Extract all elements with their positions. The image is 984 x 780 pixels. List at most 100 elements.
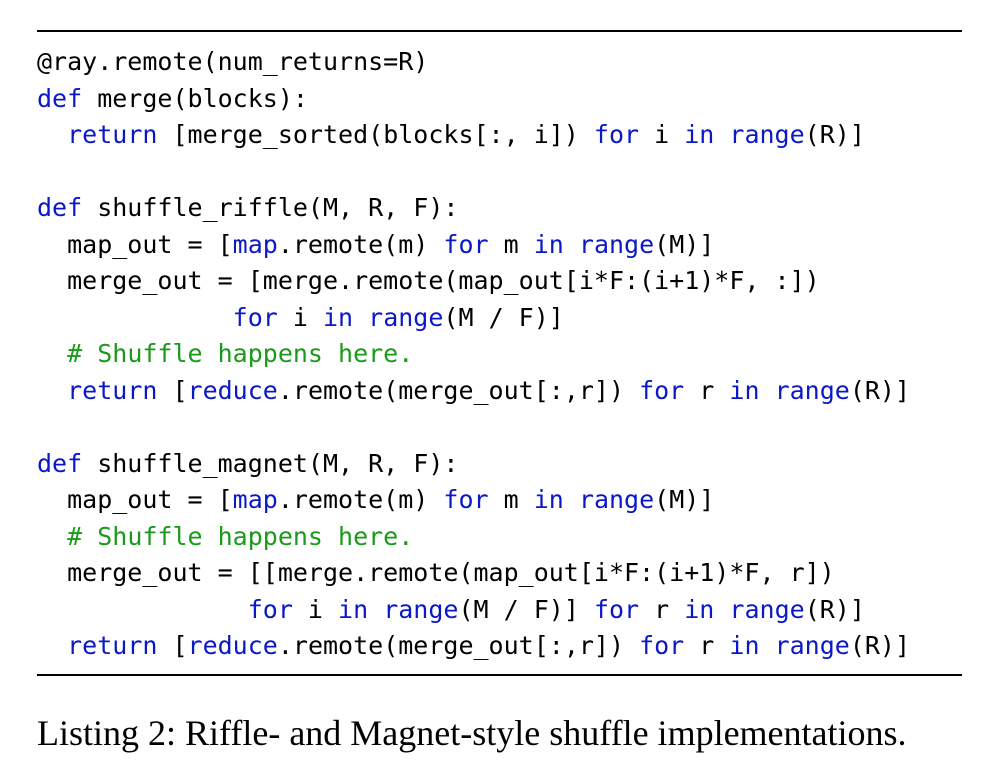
code-keyword: def [37,193,83,222]
code-text: @ray.remote(num_returns=R) [37,47,429,76]
code-keyword: in [729,631,760,660]
code-text: .remote(merge_out[:,r]) [277,631,640,660]
code-text [760,631,775,660]
code-text [760,376,775,405]
code-keyword: range [729,594,805,624]
code-text: shuffle_riffle(M, R, F): [82,193,459,222]
code-text: r [684,631,730,660]
code-keyword: for [639,375,685,405]
code-keyword: in [533,485,564,514]
code-line: @ray.remote(num_returns=R) [37,44,910,81]
code-text: i [277,302,323,332]
code-text: .remote(merge_out[:,r]) [277,375,640,405]
code-line: return [reduce.remote(merge_out[:,r]) fo… [37,373,910,410]
code-line: map_out = [map.remote(m) for m in range(… [37,227,910,264]
code-keyword: map [232,229,278,259]
code-text: (M)] [654,485,715,514]
code-text: (R)] [804,594,865,624]
code-text: m [488,229,534,259]
code-text: .remote(m) [277,229,444,259]
code-keyword: reduce [187,631,278,660]
code-text: i [639,120,685,149]
code-line: return [merge_sorted(blocks[:, i]) for i… [37,117,910,154]
code-keyword: map [232,485,278,514]
code-keyword: for [639,631,685,660]
code-text [37,631,67,660]
code-keyword: range [774,631,850,660]
code-text: m [488,485,534,514]
code-keyword: for [247,594,293,624]
code-text: (R)] [849,375,911,405]
code-keyword: range [578,229,655,259]
code-text [353,303,368,332]
code-keyword: for [232,302,278,332]
code-text [564,485,579,514]
code-line [37,154,910,191]
code-text: r [639,594,685,624]
code-text: [merge_sorted(blocks[:, i]) [157,120,594,149]
code-text [37,376,67,405]
code-comment: # Shuffle happens here. [67,339,414,368]
code-text: map_out = [ [37,485,233,514]
code-keyword: in [684,594,715,624]
code-line: for i in range(M / F)] for r in range(R)… [37,592,910,629]
code-keyword: for [593,594,640,624]
code-line: return [reduce.remote(merge_out[:,r]) fo… [37,628,910,665]
code-keyword: for [593,120,640,149]
code-text [714,595,729,624]
code-text: (R)] [849,631,911,660]
code-text [37,303,233,332]
code-keyword: for [443,485,489,514]
code-line: # Shuffle happens here. [37,519,910,556]
code-keyword: return [67,375,158,405]
code-text: [ [157,631,188,660]
code-text [368,595,383,624]
code-keyword: in [729,375,760,405]
code-keyword: def [37,83,83,113]
code-line [37,409,910,446]
code-keyword: reduce [187,375,278,405]
code-text: merge_out = [[merge.remote(map_out[i*F:(… [37,558,835,587]
code-line: # Shuffle happens here. [37,336,910,373]
code-keyword: range [368,302,444,332]
code-line: merge_out = [merge.remote(map_out[i*F:(i… [37,263,910,300]
code-text [714,120,729,149]
code-keyword: return [67,631,158,660]
code-text: .remote(m) [277,485,444,514]
code-text: map_out = [ [37,229,233,259]
listing-caption: Listing 2: Riffle- and Magnet-style shuf… [37,713,907,753]
code-line: def merge(blocks): [37,81,910,118]
code-line: def shuffle_magnet(M, R, F): [37,446,910,483]
code-keyword: range [383,594,459,624]
code-keyword: in [684,120,715,149]
code-keyword: range [729,120,805,149]
code-line: for i in range(M / F)] [37,300,910,337]
code-text [37,120,67,149]
code-keyword: in [533,229,564,259]
code-text: merge_out = [merge.remote(map_out[i*F:(i… [37,266,820,295]
code-listing: @ray.remote(num_returns=R)def merge(bloc… [37,44,910,665]
code-text: (M / F)] [443,302,564,332]
code-text: merge(blocks): [82,83,308,113]
code-text: [ [157,375,188,405]
code-keyword: return [67,120,158,149]
code-text: (M)] [654,229,715,259]
code-keyword: def [37,448,83,478]
code-text: shuffle_magnet(M, R, F): [82,448,459,478]
code-text: (M / F)] [458,594,594,624]
code-keyword: range [578,485,655,514]
code-comment: # Shuffle happens here. [67,521,414,551]
code-keyword: for [443,229,489,259]
bottom-rule [37,674,962,676]
code-text: r [684,375,730,405]
code-text [37,595,248,624]
code-keyword: in [338,594,369,624]
code-text [37,339,67,368]
code-text: (R)] [804,120,865,149]
code-line: merge_out = [[merge.remote(map_out[i*F:(… [37,555,910,592]
code-text: i [292,594,339,624]
code-line: def shuffle_riffle(M, R, F): [37,190,910,227]
code-keyword: range [774,375,850,405]
code-line: map_out = [map.remote(m) for m in range(… [37,482,910,519]
code-text [37,522,67,551]
